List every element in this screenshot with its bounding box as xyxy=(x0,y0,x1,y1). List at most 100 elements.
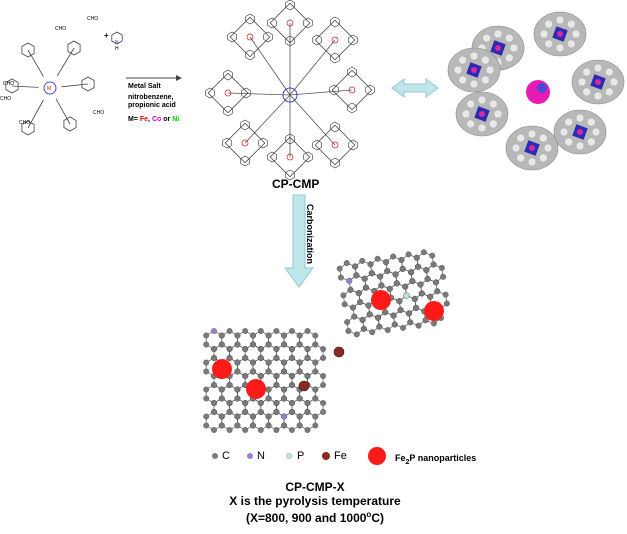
model-metal-atom xyxy=(557,31,563,37)
model-hydrogen-atom xyxy=(571,29,581,39)
sheet-atom xyxy=(346,277,353,284)
model-hydrogen-atom xyxy=(493,29,503,39)
sheet-atom xyxy=(296,332,303,339)
sheet-atom xyxy=(382,309,389,316)
process-arrows xyxy=(284,78,439,288)
sheet-atom xyxy=(257,328,264,334)
porphyrin-phenyl xyxy=(330,52,340,64)
fe2p-suffix: P nanoparticles xyxy=(409,453,477,463)
porphyrin-phenyl xyxy=(258,137,268,149)
precursor-core xyxy=(43,81,57,95)
sheet-atom xyxy=(312,332,319,339)
sheet-atom xyxy=(443,300,450,307)
precursor-phenyl-ring xyxy=(5,78,19,94)
model-hydrogen-atom xyxy=(575,141,585,151)
sheet-atom xyxy=(211,355,217,361)
porphyrin-phenyl xyxy=(205,87,215,99)
carbonization-label: Carbonization xyxy=(305,204,315,264)
sheet-atom xyxy=(337,274,344,281)
sheet-atom xyxy=(226,427,233,433)
legend-phosphorus-dot xyxy=(285,452,293,460)
sheet-atom xyxy=(415,263,421,270)
porphyrin-phenyl xyxy=(240,119,250,131)
sheet-atom xyxy=(226,409,233,415)
porphyrin-phenyl xyxy=(267,151,277,163)
sheet-atom xyxy=(423,267,430,274)
sheet-atom xyxy=(304,346,311,352)
model-hydrogen-atom xyxy=(591,127,601,137)
atom-legend-markers xyxy=(212,447,386,465)
sheet-atom xyxy=(312,359,319,366)
network-core xyxy=(282,87,298,103)
sheet-atom xyxy=(226,355,233,361)
sheet-atom xyxy=(288,328,295,334)
model-metal-atom xyxy=(479,111,485,117)
fe2p-sub: 2 xyxy=(405,458,410,466)
sheet-atom xyxy=(413,304,420,311)
precursor-phenyl-ring xyxy=(21,42,35,58)
sheet-atom xyxy=(361,275,368,282)
aldehyde-label-6: CHO xyxy=(0,96,12,102)
sheet-atom xyxy=(296,422,303,429)
sheet-atom xyxy=(257,400,264,406)
sheet-atom xyxy=(365,302,372,309)
sheet-atom xyxy=(296,359,303,366)
sheet-atom xyxy=(320,373,327,379)
sheet-atom xyxy=(320,346,327,352)
sheet-atom xyxy=(340,292,347,299)
model-metal-atom xyxy=(471,67,477,73)
metal-options: M= Fe, Co or Ni xyxy=(128,116,179,124)
sheet-atom xyxy=(415,322,422,329)
sheet-atom xyxy=(296,413,303,420)
pyrrole-n-label: N xyxy=(115,40,119,46)
sheet-atom xyxy=(304,355,311,361)
sheet-atom xyxy=(304,328,311,334)
sheet-atom xyxy=(353,272,360,279)
model-hydrogen-atom xyxy=(559,127,569,137)
range-prefix: (X=800, 900 and 1000 xyxy=(246,511,367,525)
sheet-atom xyxy=(345,328,352,334)
model-central-core xyxy=(526,80,550,104)
legend-label-fe: Fe xyxy=(334,450,347,462)
porphyrin-phenyl xyxy=(330,16,340,28)
precursor-bond xyxy=(56,47,75,77)
porphyrin-metal-center xyxy=(286,153,294,161)
metal-or: or xyxy=(163,116,171,123)
porphyrin-phenyl xyxy=(285,133,295,145)
sheet-atom xyxy=(386,285,393,292)
model-hydrogen-atom xyxy=(593,91,603,101)
sheet-atom xyxy=(391,321,398,328)
model-hydrogen-atom xyxy=(567,39,576,49)
porphyrin-phenyl xyxy=(245,49,255,61)
precursor-bond xyxy=(11,85,39,88)
model-hydrogen-atom xyxy=(489,119,498,129)
sheet-atom xyxy=(304,400,311,406)
model-hydrogen-atom xyxy=(544,19,553,29)
sheet-atom xyxy=(440,273,447,280)
porphyrin-metal-center xyxy=(331,36,339,44)
sheet-atom xyxy=(218,341,225,348)
sheet-atom xyxy=(288,400,295,406)
sheet-atom xyxy=(427,293,434,300)
model-hydrogen-atom xyxy=(587,117,596,127)
sheet-atom xyxy=(383,259,389,266)
sheet-atom xyxy=(242,328,249,334)
sheet-atom xyxy=(320,409,327,415)
fe2p-nanoparticle xyxy=(246,379,266,399)
sheet-atom xyxy=(351,313,358,320)
fe2p-prefix: Fe xyxy=(395,453,406,463)
sheet-atom xyxy=(429,252,436,259)
sheet-atom xyxy=(203,359,210,366)
model-hydrogen-atom xyxy=(481,75,490,85)
aldehyde-label-3: CHO xyxy=(19,120,31,126)
model-hydrogen-atom xyxy=(527,157,537,167)
porphyrin-phenyl xyxy=(223,69,233,81)
sheet-atom xyxy=(250,332,256,339)
sheet-atom xyxy=(250,368,256,375)
sheet-atom xyxy=(398,256,405,263)
sheet-atom xyxy=(203,332,210,339)
precursor-molecule: M xyxy=(5,31,182,136)
sheet-atom xyxy=(242,346,249,352)
porphyrin-phenyl xyxy=(245,13,255,25)
